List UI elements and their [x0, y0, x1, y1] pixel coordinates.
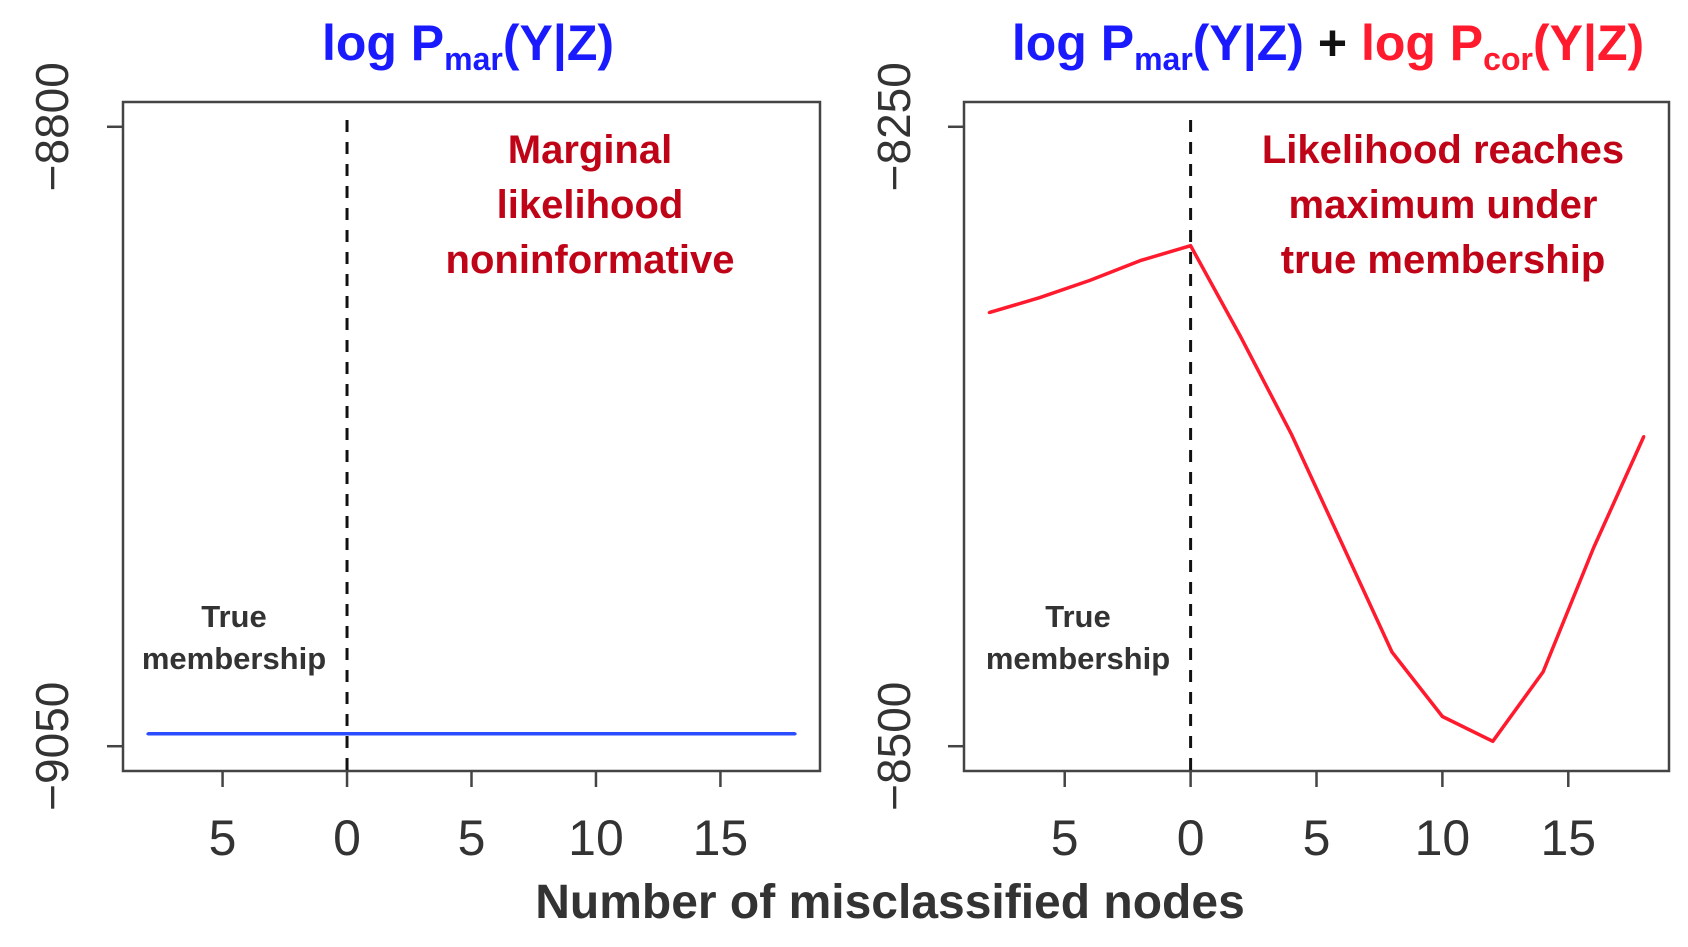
title-subscript: mar	[1134, 41, 1193, 77]
data-point	[793, 732, 797, 736]
x-tick-label: 5	[209, 810, 237, 866]
data-point	[1642, 435, 1646, 438]
data-point	[1088, 278, 1092, 282]
x-tick-label: 0	[1177, 810, 1205, 866]
annotation-line: noninformative	[446, 238, 735, 282]
true-membership-label: True	[1045, 599, 1110, 634]
x-tick-label: 5	[458, 810, 486, 866]
x-tick-label: 5	[1303, 810, 1331, 866]
data-point	[1440, 714, 1444, 718]
data-point	[1289, 432, 1293, 436]
y-tick-label: −8800	[26, 62, 78, 191]
y-tick-label: −8500	[868, 682, 920, 811]
true-membership-label: True	[201, 599, 266, 634]
chart-title: log Pmar(Y|Z) + log Pcor(Y|Z)	[1012, 15, 1644, 77]
data-point	[395, 732, 399, 736]
data-point	[594, 732, 598, 736]
data-point	[295, 732, 299, 736]
right-panel: log Pmar(Y|Z) + log Pcor(Y|Z)−8250−85005…	[868, 15, 1671, 866]
x-tick-label: 5	[1051, 810, 1079, 866]
true-membership-label: membership	[986, 641, 1170, 676]
title-part: (Y|Z)	[503, 15, 614, 72]
data-point	[445, 732, 449, 736]
data-point	[494, 732, 498, 736]
annotation-line: true membership	[1281, 238, 1606, 282]
title-part: (Y|Z)	[1533, 15, 1644, 72]
data-point	[1239, 335, 1243, 339]
true-membership-label: membership	[142, 641, 326, 676]
data-point	[1541, 670, 1545, 674]
data-point	[1138, 259, 1142, 263]
series-line	[988, 243, 1646, 744]
title-part: log P	[1012, 15, 1134, 71]
annotation-line: maximum under	[1289, 183, 1598, 227]
data-point	[1340, 541, 1344, 545]
data-point	[1390, 650, 1394, 654]
data-point	[743, 732, 747, 736]
data-point	[1591, 546, 1595, 550]
x-tick-label: 10	[568, 810, 624, 866]
chart-title: log Pmar(Y|Z)	[322, 15, 614, 77]
data-point	[345, 732, 349, 736]
title-part: log P	[1361, 15, 1483, 71]
x-tick-label: 15	[693, 810, 749, 866]
x-axis-label: Number of misclassified nodes	[535, 876, 1245, 929]
y-tick-label: −8250	[868, 62, 920, 191]
data-point	[1491, 739, 1495, 743]
data-point	[146, 732, 150, 736]
title-part: log P	[322, 15, 444, 71]
title-subscript: mar	[444, 41, 503, 77]
title-part: +	[1304, 15, 1361, 71]
data-point	[544, 732, 548, 736]
x-tick-label: 0	[333, 810, 361, 866]
data-point	[196, 732, 200, 736]
data-point	[987, 311, 991, 315]
annotation-line: likelihood	[497, 183, 684, 227]
x-tick-label: 10	[1415, 810, 1471, 866]
data-point	[1189, 244, 1193, 248]
annotation-line: Marginal	[508, 128, 672, 172]
data-point	[1038, 296, 1042, 300]
annotation-line: Likelihood reaches	[1262, 128, 1624, 172]
x-tick-label: 15	[1540, 810, 1596, 866]
y-tick-label: −9050	[26, 682, 78, 811]
left-panel: log Pmar(Y|Z) −8800 −9050 5 0 5 10 15 True member…	[26, 15, 822, 866]
data-point	[694, 732, 698, 736]
title-part: (Y|Z)	[1193, 15, 1304, 72]
title-subscript: cor	[1483, 41, 1533, 77]
data-point	[644, 732, 648, 736]
data-point	[245, 732, 249, 736]
